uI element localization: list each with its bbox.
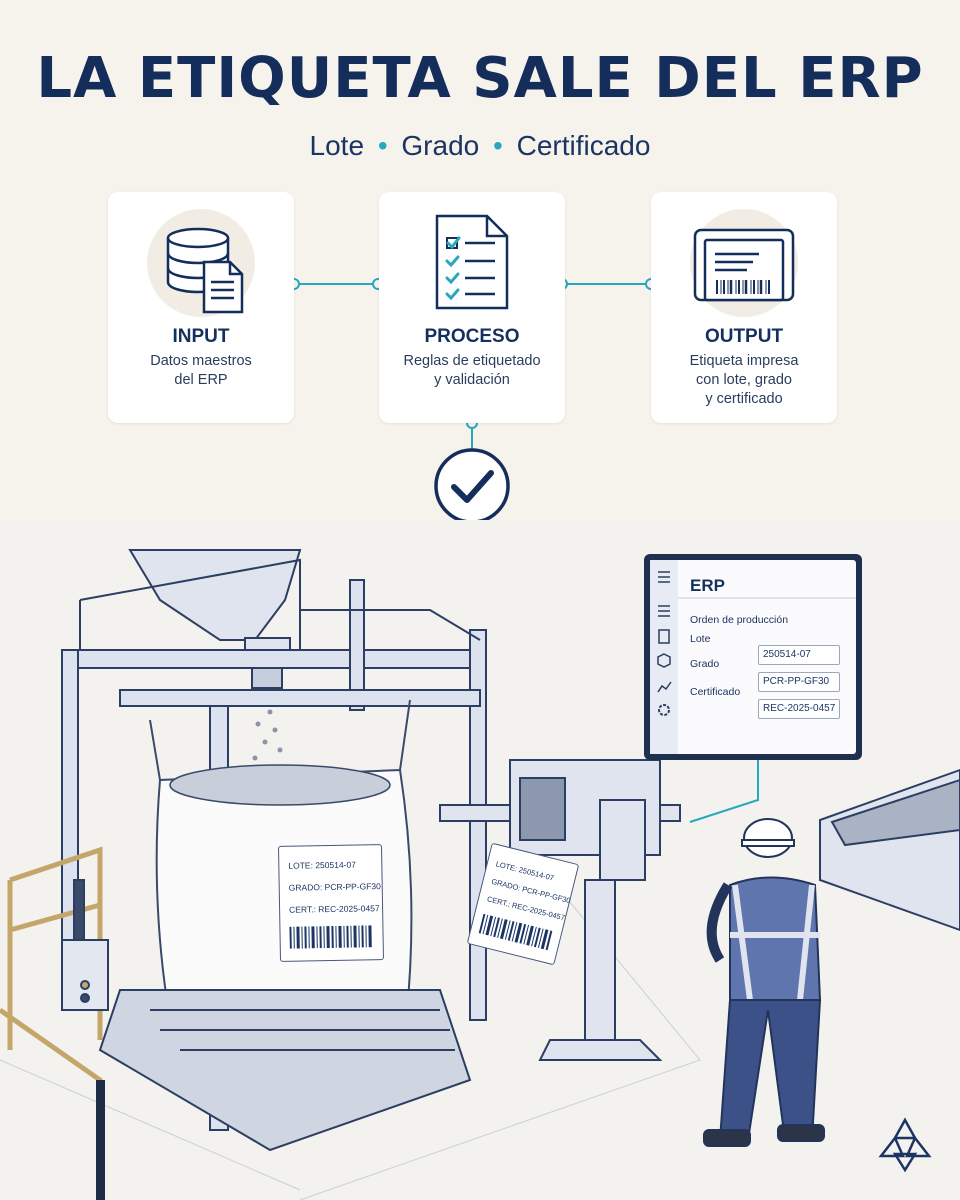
step-card-output: OUTPUT Etiqueta impresa con lote, grado … — [651, 192, 837, 423]
worker-figure — [703, 818, 825, 1147]
label-printer-icon — [690, 209, 798, 317]
pellet-bin — [819, 768, 960, 932]
conveyor — [98, 989, 472, 1152]
page-subtitle: Lote • Grado • Certificado — [0, 130, 960, 162]
erp-field-lote[interactable]: 250514-07 — [758, 645, 840, 665]
brand-logo — [878, 1117, 932, 1173]
control-box — [61, 879, 109, 1011]
bag-label-line: LOTE: 250514-07 — [288, 859, 356, 871]
printed-label: LOTE: 250514-07 GRADO: PCR-PP-GF30 CERT.… — [466, 842, 580, 966]
menu-icon — [658, 571, 670, 583]
warning-post — [96, 1080, 105, 1200]
subtitle-separator: • — [493, 130, 503, 161]
subtitle-certificado: Certificado — [516, 130, 651, 161]
bag-label-line: CERT.: REC-2025-0457 — [289, 903, 380, 915]
checklist-document-icon — [435, 214, 509, 310]
label-printer-machine — [439, 759, 681, 1061]
bag-label-line: GRADO: PCR-PP-GF30 — [288, 881, 381, 893]
erp-field-label: Grado — [690, 658, 720, 670]
checkmark-circle-icon — [434, 448, 510, 524]
erp-field-grado[interactable]: PCR-PP-GF30 — [758, 672, 840, 692]
database-document-icon — [147, 209, 255, 317]
erp-title: ERP — [690, 576, 725, 595]
step-card-proceso: PROCESO Reglas de etiquetado y validació… — [379, 192, 565, 423]
erp-field-label: Certificado — [690, 686, 741, 698]
step-description: Etiqueta impresa con lote, grado y certi… — [689, 353, 799, 407]
barcode-icon — [478, 913, 553, 951]
bag-label: LOTE: 250514-07 GRADO: PCR-PP-GF30 CERT.… — [277, 844, 385, 962]
step-description: Datos maestros del ERP — [150, 353, 252, 388]
erp-field-label: Lote — [690, 633, 711, 645]
erp-printer-connector — [689, 740, 759, 823]
step-title: OUTPUT — [704, 326, 784, 347]
page-title: LA ETIQUETA SALE DEL ERP — [36, 46, 924, 111]
clipboard-icon — [658, 629, 670, 644]
barcode-icon — [289, 925, 372, 949]
list-icon — [658, 605, 670, 617]
step-title: INPUT — [172, 326, 230, 347]
gear-icon — [658, 704, 670, 716]
cube-icon — [657, 653, 671, 668]
erp-subtitle: Orden de producción — [690, 614, 789, 626]
subtitle-separator: • — [377, 130, 388, 161]
step-card-input: INPUT Datos maestros del ERP — [108, 192, 294, 423]
step-description: Reglas de etiquetado y validación — [403, 353, 541, 388]
step-title: PROCESO — [424, 326, 520, 347]
chart-icon — [657, 681, 672, 693]
subtitle-grado: Grado — [401, 130, 480, 161]
subtitle-lote: Lote — [309, 130, 365, 161]
erp-field-certificado[interactable]: REC-2025-0457 — [758, 699, 840, 719]
